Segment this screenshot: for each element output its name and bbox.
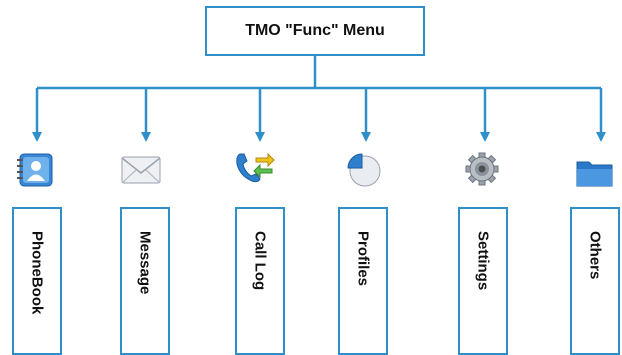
menu-item-profiles: Profiles	[338, 207, 388, 355]
menu-item-label: Others	[586, 231, 604, 280]
root-node: TMO "Func" Menu	[205, 6, 425, 56]
menu-item-message: Message	[120, 207, 170, 355]
menu-item-label: Settings	[474, 231, 492, 291]
folder-icon	[574, 154, 616, 190]
menu-item-call-log: Call Log	[235, 207, 285, 355]
menu-item-others: Others	[570, 207, 620, 355]
phonebook-icon	[14, 152, 56, 188]
menu-item-label: Call Log	[251, 231, 269, 291]
call-log-icon	[234, 150, 276, 186]
gear-icon	[461, 151, 503, 187]
menu-item-phonebook: PhoneBook	[12, 207, 62, 355]
menu-item-label: Message	[136, 231, 154, 295]
menu-item-settings: Settings	[458, 207, 508, 355]
envelope-icon	[120, 152, 162, 188]
menu-item-label: PhoneBook	[28, 231, 46, 315]
pie-profile-icon	[343, 152, 385, 188]
connector-lines	[32, 56, 606, 142]
root-title: TMO "Func" Menu	[245, 22, 385, 39]
menu-item-label: Profiles	[354, 231, 372, 287]
